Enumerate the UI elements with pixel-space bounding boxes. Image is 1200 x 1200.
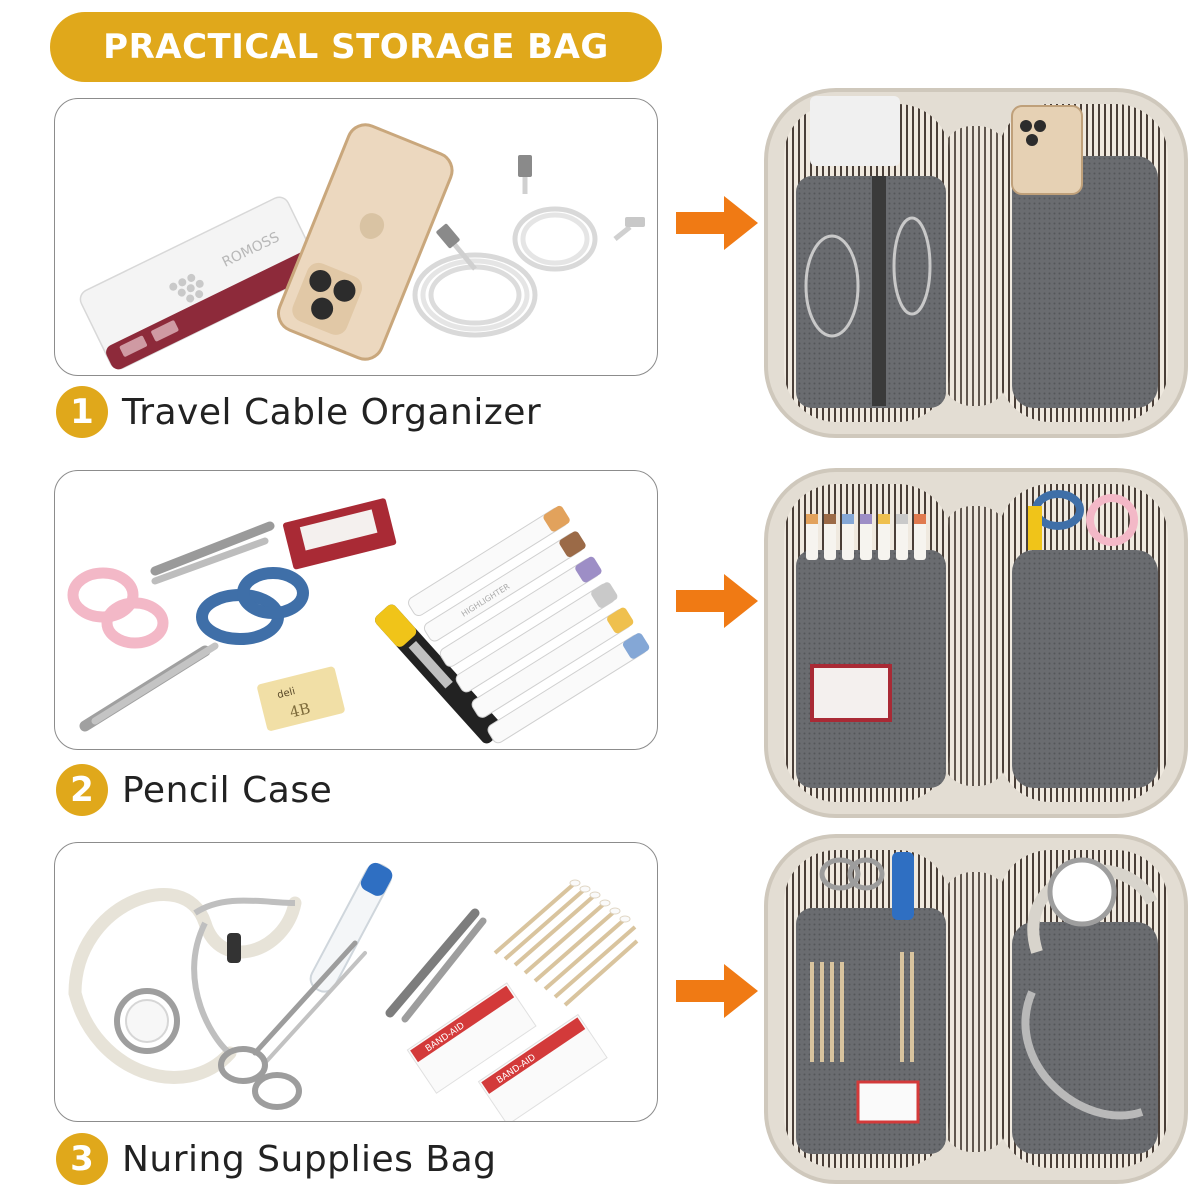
pink-scissors-image	[67, 521, 275, 649]
cotton-swabs-image	[493, 881, 639, 1007]
caption-3: 3 Nuring Supplies Bag	[56, 1131, 497, 1187]
highlighters-image: HIGHLIGHTER	[408, 505, 650, 744]
step-number-3: 3	[56, 1133, 108, 1185]
bandages-image: BAND-AID BAND-AID	[406, 982, 608, 1121]
usb-cables-image	[412, 169, 632, 338]
caption-label-2: Pencil Case	[122, 769, 333, 811]
page-title: PRACTICAL STORAGE BAG	[50, 12, 662, 82]
orange-arrow-right-icon	[676, 196, 758, 250]
blue-scissors-image	[79, 567, 309, 732]
surgical-scissors-image	[218, 940, 367, 1110]
eraser-image: deli 4B	[257, 666, 345, 731]
caption-1: 1 Travel Cable Organizer	[56, 384, 541, 440]
pencil-case-photo: deli 4B	[54, 470, 658, 750]
open-bag-with-medical-supplies-photo	[764, 834, 1188, 1184]
phone-image	[276, 123, 454, 361]
caption-label-3: Nuring Supplies Bag	[122, 1138, 497, 1180]
orange-arrow-right-icon	[676, 574, 758, 628]
caption-2: 2 Pencil Case	[56, 762, 332, 818]
utility-knife-image	[375, 604, 504, 744]
staples-box-image	[283, 498, 397, 570]
stethoscope-image	[68, 888, 302, 1084]
orange-arrow-right-icon	[676, 964, 758, 1018]
step-number-1: 1	[56, 386, 108, 438]
svg-text:deli: deli	[276, 686, 296, 701]
open-bag-with-stationery-photo	[764, 468, 1188, 818]
open-bag-with-cables-photo	[764, 88, 1188, 438]
step-number-2: 2	[56, 764, 108, 816]
caption-label-1: Travel Cable Organizer	[122, 391, 542, 433]
power-bank-image: ROMOSS	[79, 196, 319, 370]
cable-organizer-photo: ROMOSS	[54, 98, 658, 376]
svg-text:4B: 4B	[288, 699, 312, 721]
nursing-supplies-photo: BAND-AID BAND-AID	[54, 842, 658, 1122]
tweezers-image	[385, 908, 487, 1023]
thermometer-image	[309, 862, 393, 993]
